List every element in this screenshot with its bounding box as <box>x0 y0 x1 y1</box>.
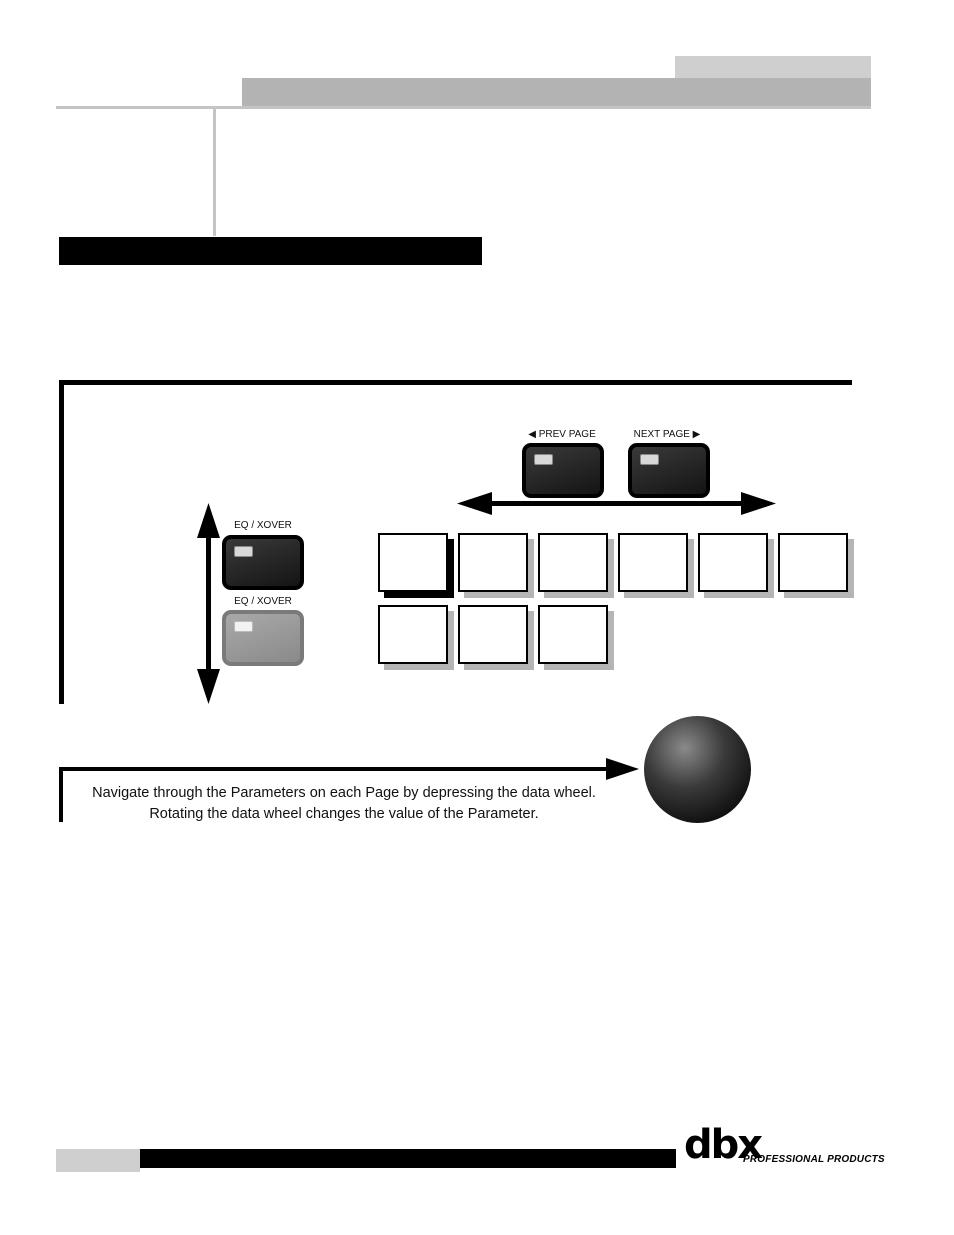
page-tile[interactable] <box>378 605 448 664</box>
header-rule <box>56 106 871 109</box>
footer-bar <box>140 1149 676 1168</box>
header-divider <box>213 108 216 236</box>
led-indicator <box>640 454 659 465</box>
logo-tagline: PROFESSIONAL PRODUCTS <box>743 1154 885 1165</box>
note-line-1: Navigate through the Parameters on each … <box>92 785 596 801</box>
page-tile[interactable] <box>538 605 608 664</box>
led-indicator <box>534 454 553 465</box>
dbx-logo: dbx <box>684 1122 763 1168</box>
led-indicator <box>234 621 253 632</box>
header-tab <box>675 56 871 82</box>
footer-page-tab <box>56 1149 140 1172</box>
eq-xover-inactive-button[interactable] <box>222 610 304 666</box>
page-tile[interactable] <box>698 533 768 592</box>
page-tile[interactable] <box>618 533 688 592</box>
section-title-bar <box>59 237 482 265</box>
prev-page-label: ◀ PREV PAGE <box>528 429 596 440</box>
note-frame-left <box>59 767 63 822</box>
eq-xover-active-label: EQ / XOVER <box>234 520 292 531</box>
next-page-label: NEXT PAGE ▶ <box>633 429 701 440</box>
header-bar <box>242 78 871 106</box>
note-frame-top <box>59 767 609 771</box>
right-arrow-icon <box>606 758 639 780</box>
page-tile[interactable] <box>778 533 848 592</box>
diagram-frame-top <box>59 380 852 385</box>
data-wheel[interactable] <box>644 716 751 823</box>
note-line-2: Rotating the data wheel changes the valu… <box>149 806 539 822</box>
diagram-frame-left <box>59 380 64 704</box>
page-tile[interactable] <box>538 533 608 592</box>
page-tile[interactable] <box>458 533 528 592</box>
eq-xover-inactive-label: EQ / XOVER <box>234 596 292 607</box>
next-page-button[interactable] <box>628 443 710 498</box>
eq-xover-active-button[interactable] <box>222 535 304 590</box>
prev-page-button[interactable] <box>522 443 604 498</box>
page-tile[interactable] <box>458 605 528 664</box>
page-tile-selected[interactable] <box>378 533 448 592</box>
led-indicator <box>234 546 253 557</box>
horizontal-double-arrow-icon <box>457 492 776 515</box>
navigation-note: Navigate through the Parameters on each … <box>64 783 624 825</box>
vertical-double-arrow-icon <box>197 503 220 704</box>
